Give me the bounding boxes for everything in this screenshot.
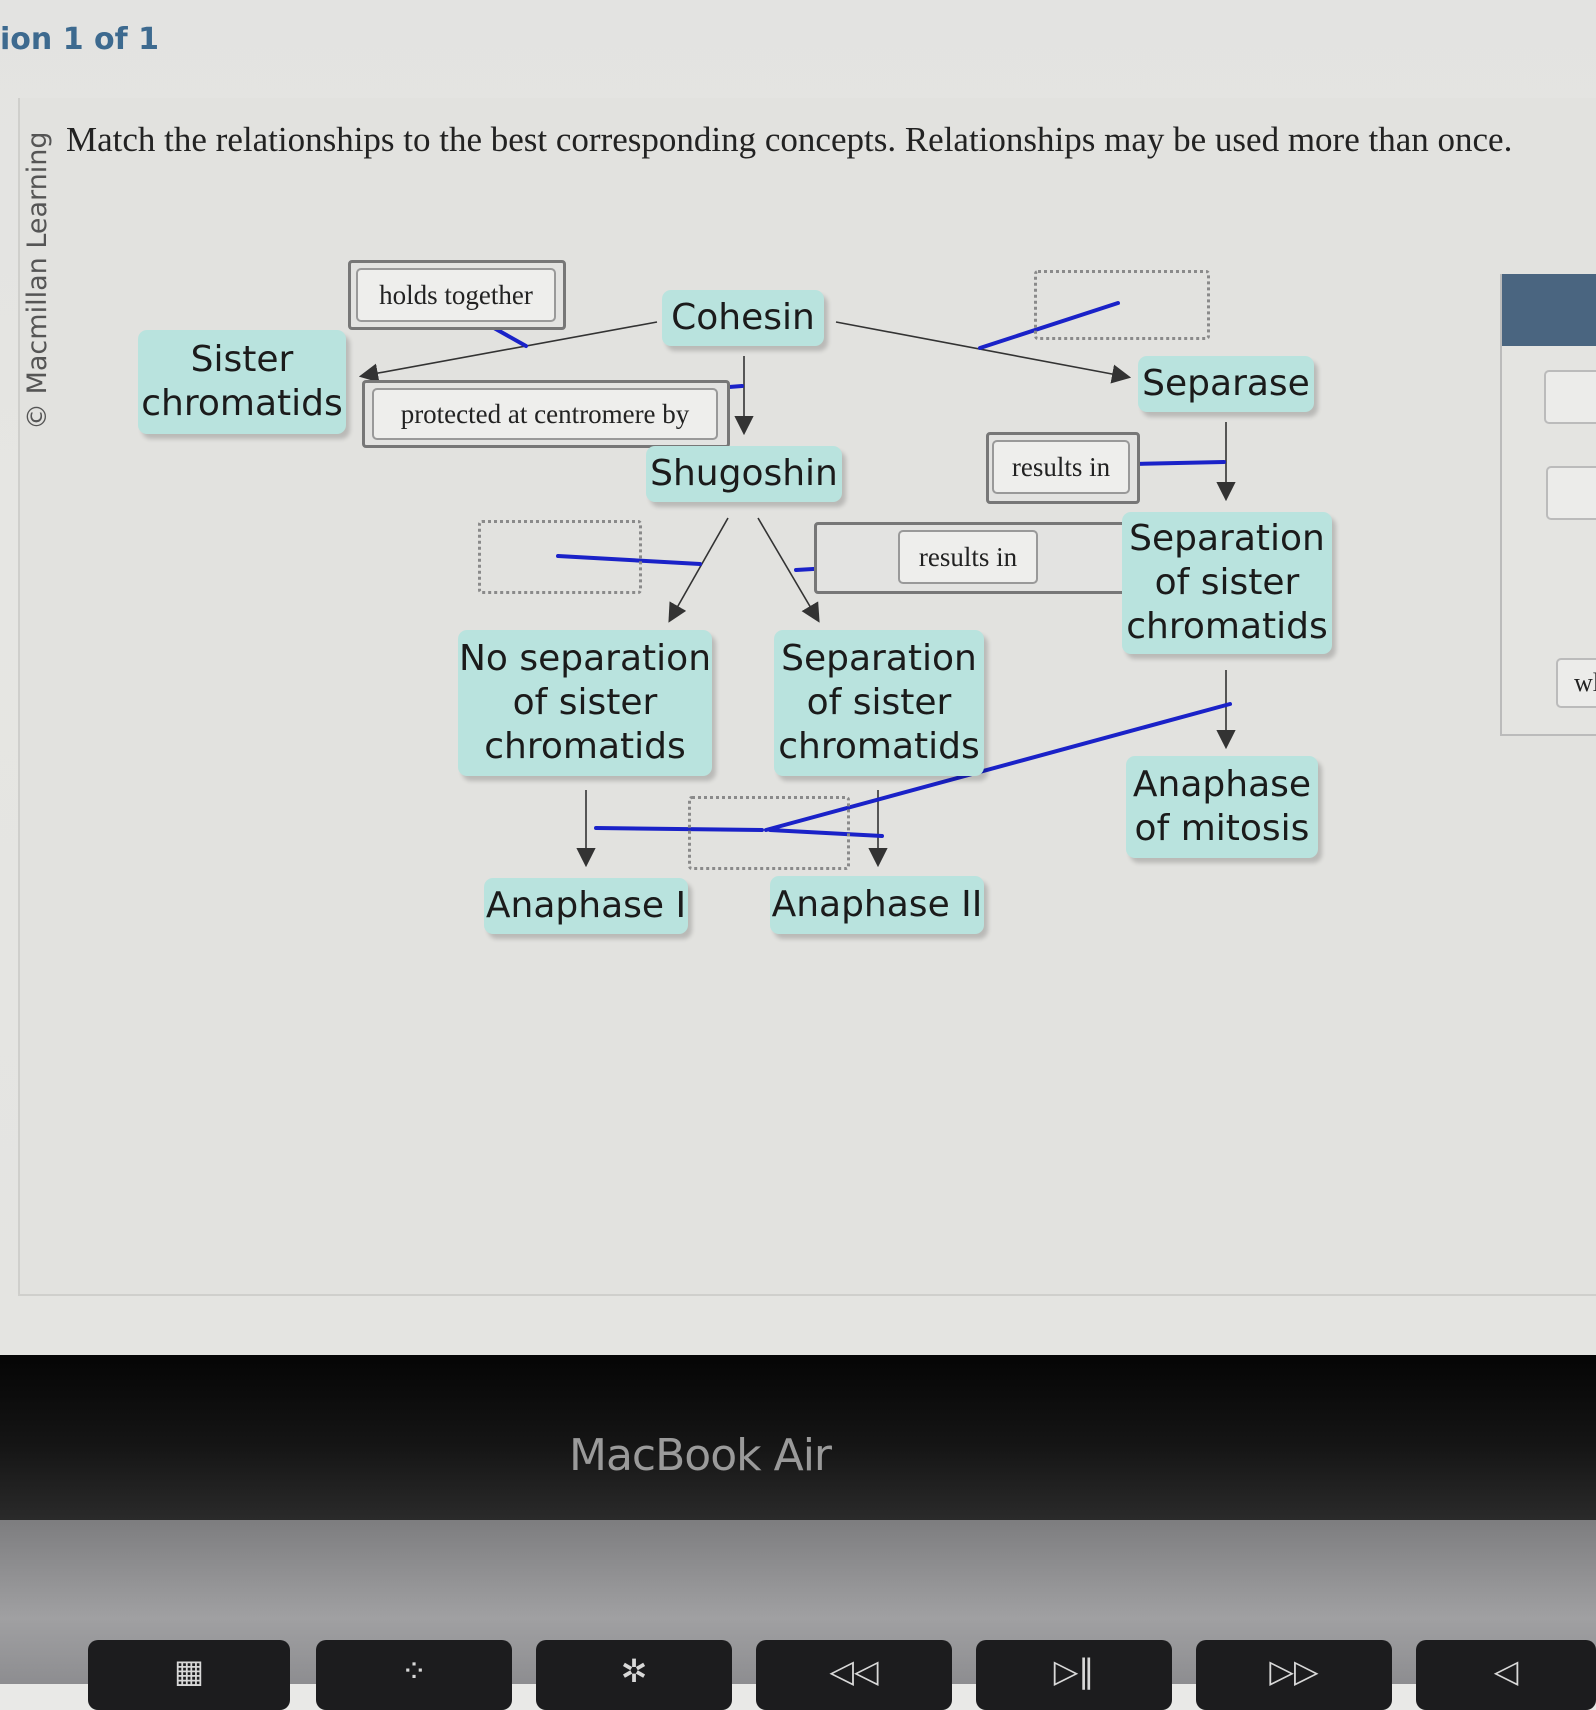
drop-slot-empty-left[interactable]	[478, 520, 642, 594]
concept-cohesin: Cohesin	[662, 290, 824, 346]
connector-shugoshin-separation	[757, 517, 820, 623]
connector-shugoshin-noseparation	[668, 517, 729, 623]
concept-anaphase-mitosis: Anaphase of mitosis	[1126, 756, 1318, 858]
concept-sister-chromatids: Sister chromatids	[138, 330, 346, 434]
play-pause-key[interactable]: ▷‖	[976, 1640, 1172, 1710]
drop-slot-empty-top[interactable]	[1034, 270, 1210, 340]
screen: ion 1 of 1 © Macmillan Learning Match th…	[0, 0, 1596, 1355]
mission-control-icon: ▦	[173, 1652, 205, 1690]
laptop-bezel	[0, 1355, 1596, 1520]
chip-results-in-lower[interactable]: results in	[898, 530, 1038, 584]
connector-cohesin-separase	[835, 321, 1132, 384]
drawn-line-long	[764, 702, 1232, 832]
answer-bank-partial-text: wl	[1574, 668, 1596, 697]
mission-control-key[interactable]: ▦	[88, 1640, 290, 1710]
concept-anaphase-2: Anaphase II	[770, 876, 984, 934]
answer-bank-slot-2[interactable]	[1546, 466, 1596, 520]
rewind-icon: ◁◁	[829, 1652, 879, 1690]
chip-protected-by[interactable]: protected at centromere by	[372, 388, 718, 440]
drawn-line-anaphase2	[768, 828, 884, 838]
fast-forward-key[interactable]: ▷▷	[1196, 1640, 1392, 1710]
drawn-line-holds	[492, 326, 528, 348]
drawn-line-empty-top	[978, 301, 1120, 350]
concept-shugoshin: Shugoshin	[646, 446, 842, 502]
drawn-line-empty-left	[556, 554, 702, 566]
answer-bank-slot-1[interactable]	[1544, 370, 1596, 424]
concept-separation-mid: Separation of sister chromatids	[774, 630, 984, 776]
concept-no-separation: No separation of sister chromatids	[458, 630, 712, 776]
concept-separase: Separase	[1138, 356, 1314, 412]
question-counter: ion 1 of 1	[0, 22, 159, 57]
brightness-down-key[interactable]: ⁘	[316, 1640, 512, 1710]
drawn-line-results-upper	[1132, 460, 1226, 466]
mute-key[interactable]: ◁	[1416, 1640, 1596, 1710]
concept-separation-right: Separation of sister chromatids	[1122, 512, 1332, 654]
drop-slot-empty-bottom[interactable]	[688, 796, 850, 870]
drawn-line-empty-bottom	[594, 826, 764, 832]
fast-forward-icon: ▷▷	[1269, 1652, 1319, 1690]
laptop-brand-label: MacBook Air	[568, 1430, 832, 1481]
rewind-key[interactable]: ◁◁	[756, 1640, 952, 1710]
brightness-up-key[interactable]: ✲	[536, 1640, 732, 1710]
brightness-up-icon: ✲	[620, 1652, 648, 1690]
answer-bank-item-partial[interactable]	[1556, 658, 1596, 708]
instructions-text: Match the relationships to the best corr…	[66, 120, 1513, 159]
mute-icon: ◁	[1493, 1652, 1519, 1690]
brightness-down-icon: ⁘	[400, 1652, 428, 1690]
chip-holds-together[interactable]: holds together	[356, 268, 556, 322]
answer-bank-panel: wl	[1500, 274, 1596, 736]
play-pause-icon: ▷‖	[1053, 1652, 1095, 1690]
answer-bank-header	[1502, 274, 1596, 346]
chip-results-in-upper[interactable]: results in	[992, 440, 1130, 494]
concept-anaphase-1: Anaphase I	[484, 878, 688, 934]
connector-cohesin-sister	[358, 321, 658, 383]
